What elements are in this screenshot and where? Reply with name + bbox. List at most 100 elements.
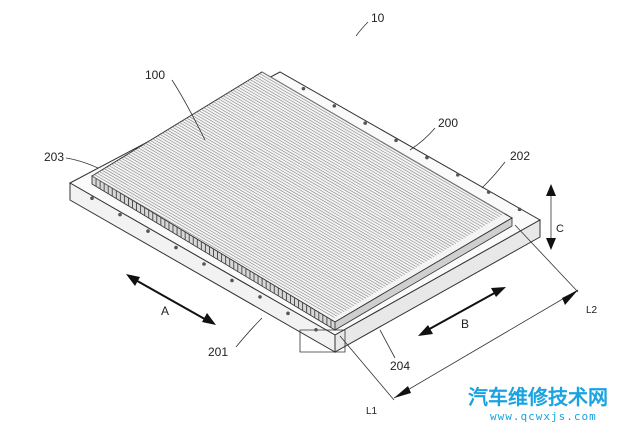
- fin-line: [120, 157, 364, 301]
- fin-line: [171, 126, 415, 269]
- fin-line: [113, 162, 357, 305]
- fin-line: [242, 83, 486, 226]
- fin-line: [191, 114, 435, 257]
- fin-teeth: [91, 176, 336, 330]
- mounting-hole: [425, 155, 429, 160]
- fin-line: [150, 140, 393, 283]
- fin-line: [232, 89, 476, 232]
- fin-line: [162, 132, 406, 275]
- fin-line: [140, 146, 384, 289]
- fin-line: [167, 129, 410, 272]
- leader-204: [379, 329, 396, 359]
- fin-line: [164, 131, 408, 274]
- fin-line: [111, 163, 355, 306]
- label-dim-l1: L1: [366, 406, 378, 417]
- watermark-title: 汽车维修技术网: [468, 385, 608, 409]
- fin-line: [135, 148, 379, 292]
- label-ref-100: 100: [145, 68, 165, 82]
- fin-line: [247, 80, 491, 223]
- fin-line: [154, 137, 398, 280]
- fin-line: [94, 174, 338, 317]
- base-plate-step: [299, 329, 346, 353]
- dimension-lines: [339, 186, 579, 401]
- mounting-hole: [363, 121, 367, 125]
- fin-line: [176, 123, 420, 266]
- fin-line: [181, 120, 425, 263]
- label-ref-203: 203: [44, 150, 64, 164]
- leader-10: [355, 21, 369, 37]
- fin-line: [142, 144, 386, 287]
- mounting-hole: [394, 138, 398, 143]
- base-plate-right: [334, 219, 541, 353]
- fin-line: [239, 85, 483, 228]
- arrow-l2-end: [562, 290, 578, 305]
- fin-line: [222, 95, 466, 238]
- mounting-hole: [332, 104, 337, 108]
- fin-line: [220, 96, 464, 240]
- leader-100: [171, 79, 206, 141]
- fin-line: [259, 73, 503, 216]
- mounting-hole: [174, 245, 178, 250]
- fin-line: [201, 108, 444, 252]
- mounting-holes: [90, 86, 522, 332]
- fin-line: [188, 116, 432, 259]
- mounting-hole: [146, 229, 150, 233]
- fin-line: [215, 99, 459, 243]
- fin-line: [123, 156, 367, 299]
- fin-line: [125, 154, 369, 298]
- direction-arrow-b: [418, 287, 506, 336]
- fin-line: [198, 110, 442, 253]
- label-ref-204: 204: [390, 359, 410, 373]
- fin-line: [252, 77, 495, 220]
- fin-line: [184, 119, 427, 262]
- fin-line: [203, 107, 447, 250]
- fin-line: [254, 76, 498, 219]
- fin-line: [210, 102, 454, 246]
- arrow-l1-end: [394, 386, 411, 398]
- leader-202: [481, 161, 506, 189]
- mounting-hole: [230, 278, 234, 283]
- fin-line: [196, 111, 440, 254]
- fin-line: [128, 153, 372, 296]
- label-ref-200: 200: [438, 116, 458, 130]
- mounting-hole: [456, 173, 460, 177]
- fin-line: [205, 105, 449, 249]
- fin-line: [244, 82, 488, 225]
- mounting-hole: [486, 190, 491, 194]
- leader-200: [409, 127, 436, 151]
- fin-line: [218, 98, 461, 241]
- arrowheads: [394, 184, 578, 398]
- fin-line: [237, 86, 481, 229]
- fin-line: [99, 171, 342, 314]
- fin-line: [157, 135, 401, 278]
- fin-line: [108, 165, 352, 308]
- label-dim-a: A: [161, 304, 169, 318]
- fin-line: [147, 141, 391, 284]
- fins: [91, 71, 505, 318]
- fin-line: [96, 172, 340, 315]
- label-ref-201: 201: [208, 345, 228, 359]
- fin-line: [159, 134, 403, 277]
- fin-line: [193, 113, 437, 256]
- mounting-hole: [286, 311, 290, 316]
- fin-line: [174, 125, 418, 268]
- fin-line: [103, 168, 347, 311]
- fin-line: [116, 160, 359, 304]
- fin-line: [179, 122, 423, 265]
- arrow-c-down: [546, 238, 556, 250]
- label-ref-10: 10: [371, 11, 385, 25]
- label-dim-c: C: [556, 223, 564, 235]
- fin-line: [130, 151, 374, 295]
- fin-line: [249, 79, 493, 222]
- direction-arrow-a: [126, 274, 216, 325]
- fin-line: [152, 138, 396, 281]
- ext-l1: [339, 335, 395, 401]
- leader-201: [235, 317, 263, 348]
- label-dim-l2: L2: [586, 305, 598, 316]
- fin-line: [106, 166, 350, 309]
- fin-line: [208, 104, 452, 247]
- fin-line: [186, 117, 430, 260]
- label-dim-b: B: [461, 317, 469, 331]
